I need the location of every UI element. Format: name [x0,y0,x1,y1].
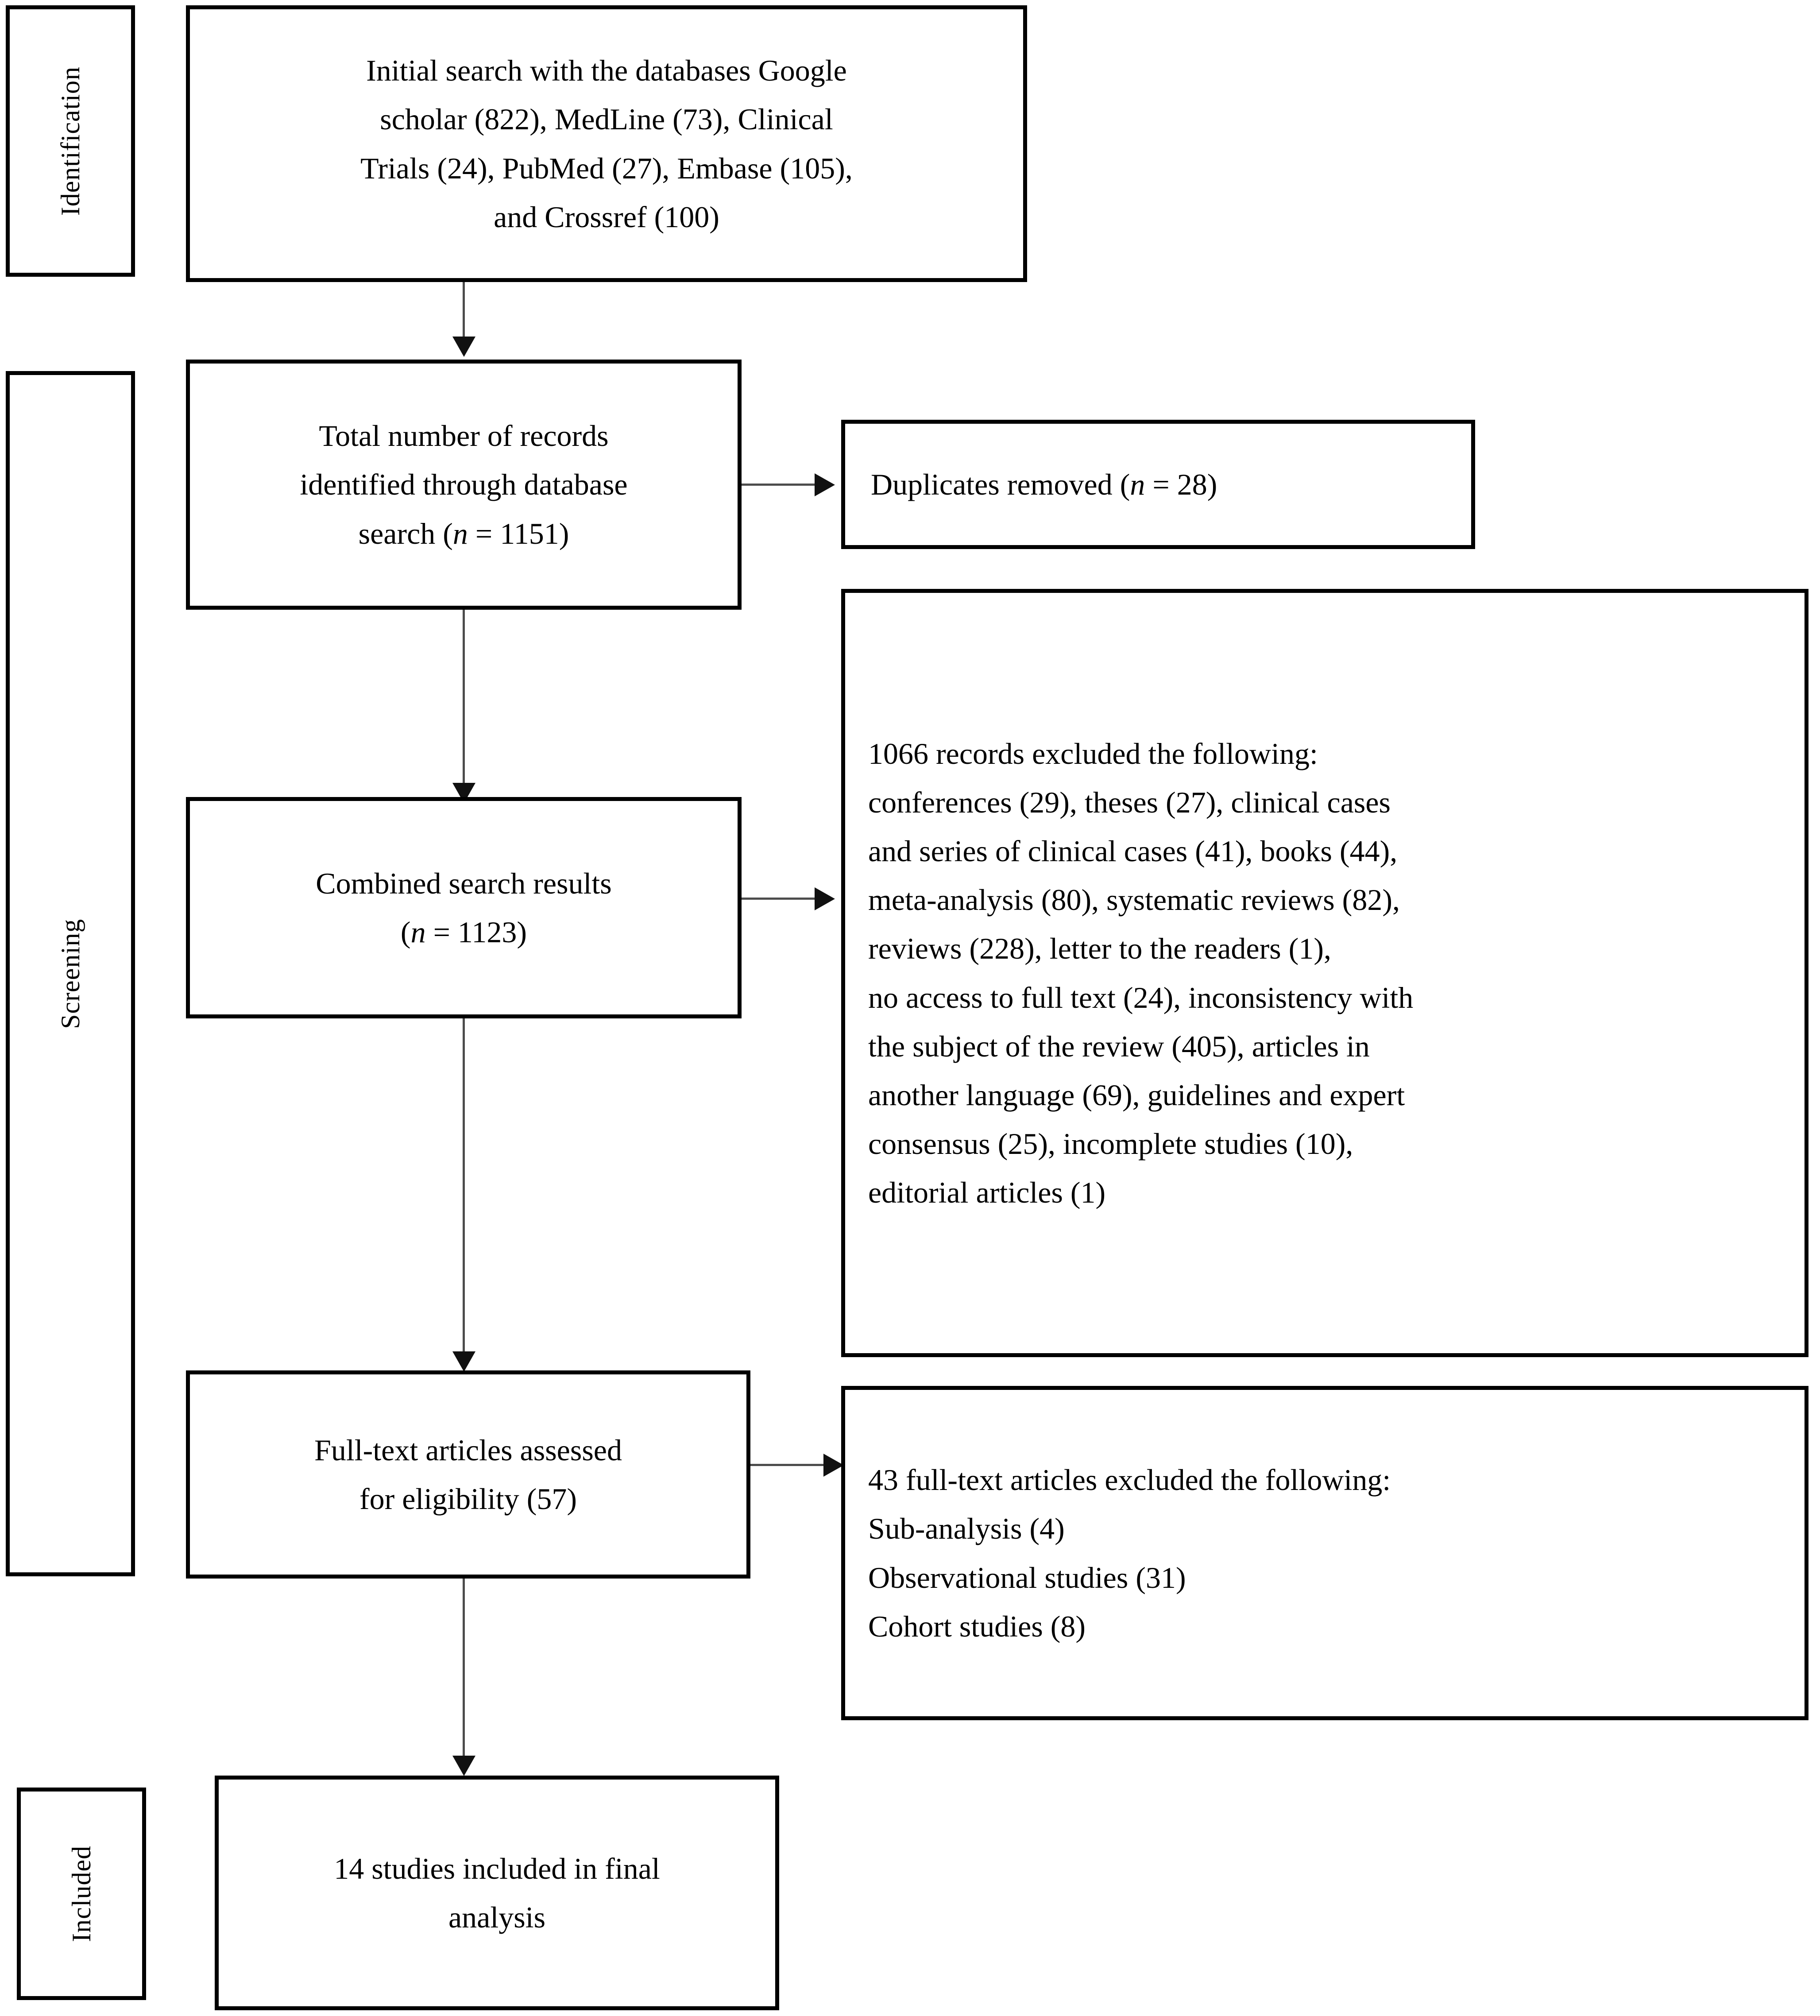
records-excluded-line-3: and series of clinical cases (41), books… [868,834,1398,868]
combined-results-prefix: ( [400,915,411,949]
combined-results-n-value: = 1123) [425,915,527,949]
duplicates-removed-text: Duplicates removed (n = 28) [871,460,1217,509]
records-excluded-line-7: the subject of the review (405), article… [868,1029,1370,1063]
stage-label-identification: Identification [6,5,135,277]
stage-label-identification-text: Identification [56,66,85,216]
combined-search-results-box: Combined search results (n = 1123) [186,797,742,1018]
records-excluded-line-2: conferences (29), theses (27), clinical … [868,785,1391,819]
records-excluded-box: 1066 records excluded the following: con… [841,589,1808,1357]
fulltext-excluded-line-4: Cohort studies (8) [868,1609,1086,1643]
arrowhead-combined-to-excluded [815,887,835,910]
total-records-n-value: = 1151) [468,516,569,550]
fulltext-assessed-line-1: Full-text articles assessed [314,1433,622,1467]
connector-total-to-duplicates [742,484,819,486]
initial-search-line-3: Trials (24), PubMed (27), Embase (105), [360,151,853,185]
records-excluded-line-4: meta-analysis (80), systematic reviews (… [868,883,1400,917]
total-records-n-symbol: n [452,516,468,550]
records-excluded-line-9: consensus (25), incomplete studies (10), [868,1126,1353,1161]
total-records-box: Total number of records identified throu… [186,360,742,610]
arrowhead-fulltext-to-final [452,1756,475,1776]
duplicates-removed-box: Duplicates removed (n = 28) [841,420,1475,549]
duplicates-removed-prefix: Duplicates removed ( [871,467,1130,501]
stage-label-screening: Screening [6,371,135,1576]
final-included-line-2: analysis [448,1900,546,1934]
records-excluded-line-6: no access to full text (24), inconsisten… [868,980,1414,1014]
initial-search-box: Initial search with the databases Google… [186,5,1027,282]
total-records-line-1: Total number of records [319,419,609,453]
connector-total-to-combined [463,610,465,800]
total-records-line-3: search (n = 1151) [359,509,569,558]
connector-combined-to-fulltext [463,1018,465,1368]
arrowhead-combined-to-fulltext [452,1351,475,1372]
initial-search-line-2: scholar (822), MedLine (73), Clinical [380,102,833,136]
records-excluded-line-1: 1066 records excluded the following: [868,736,1318,770]
connector-fulltext-to-final [463,1579,465,1773]
initial-search-line-4: and Crossref (100) [494,200,719,234]
combined-results-line-2: (n = 1123) [401,908,527,956]
fulltext-excluded-line-2: Sub-analysis (4) [868,1512,1065,1546]
duplicates-removed-n-value: = 28) [1145,467,1217,501]
combined-results-line-1: Combined search results [316,866,612,900]
arrowhead-fulltext-to-excluded [823,1454,844,1477]
final-included-box: 14 studies included in final analysis [215,1776,779,2010]
fulltext-excluded-box: 43 full-text articles excluded the follo… [841,1386,1808,1720]
records-excluded-line-8: another language (69), guidelines and ex… [868,1078,1405,1112]
final-included-line-1: 14 studies included in final [334,1851,660,1885]
combined-results-n-symbol: n [410,915,426,949]
fulltext-assessed-line-2: for eligibility (57) [359,1482,577,1516]
stage-label-screening-text: Screening [56,918,85,1029]
arrowhead-total-to-duplicates [815,473,835,496]
stage-label-included-text: Included [67,1846,96,1942]
connector-combined-to-excluded [742,898,819,900]
initial-search-line-1: Initial search with the databases Google [366,54,847,88]
fulltext-assessed-box: Full-text articles assessed for eligibil… [186,1370,750,1579]
stage-label-included: Included [17,1788,146,2000]
duplicates-removed-n-symbol: n [1130,467,1145,501]
connector-initial-to-total [463,282,465,354]
fulltext-excluded-line-1: 43 full-text articles excluded the follo… [868,1463,1391,1497]
records-excluded-line-10: editorial articles (1) [868,1176,1106,1210]
arrowhead-initial-to-total [452,337,475,357]
connector-fulltext-to-excluded [750,1464,828,1466]
fulltext-excluded-line-3: Observational studies (31) [868,1560,1186,1594]
total-records-line-2: identified through database [300,468,628,502]
total-records-prefix: search ( [358,516,453,550]
records-excluded-line-5: reviews (228), letter to the readers (1)… [868,932,1331,966]
